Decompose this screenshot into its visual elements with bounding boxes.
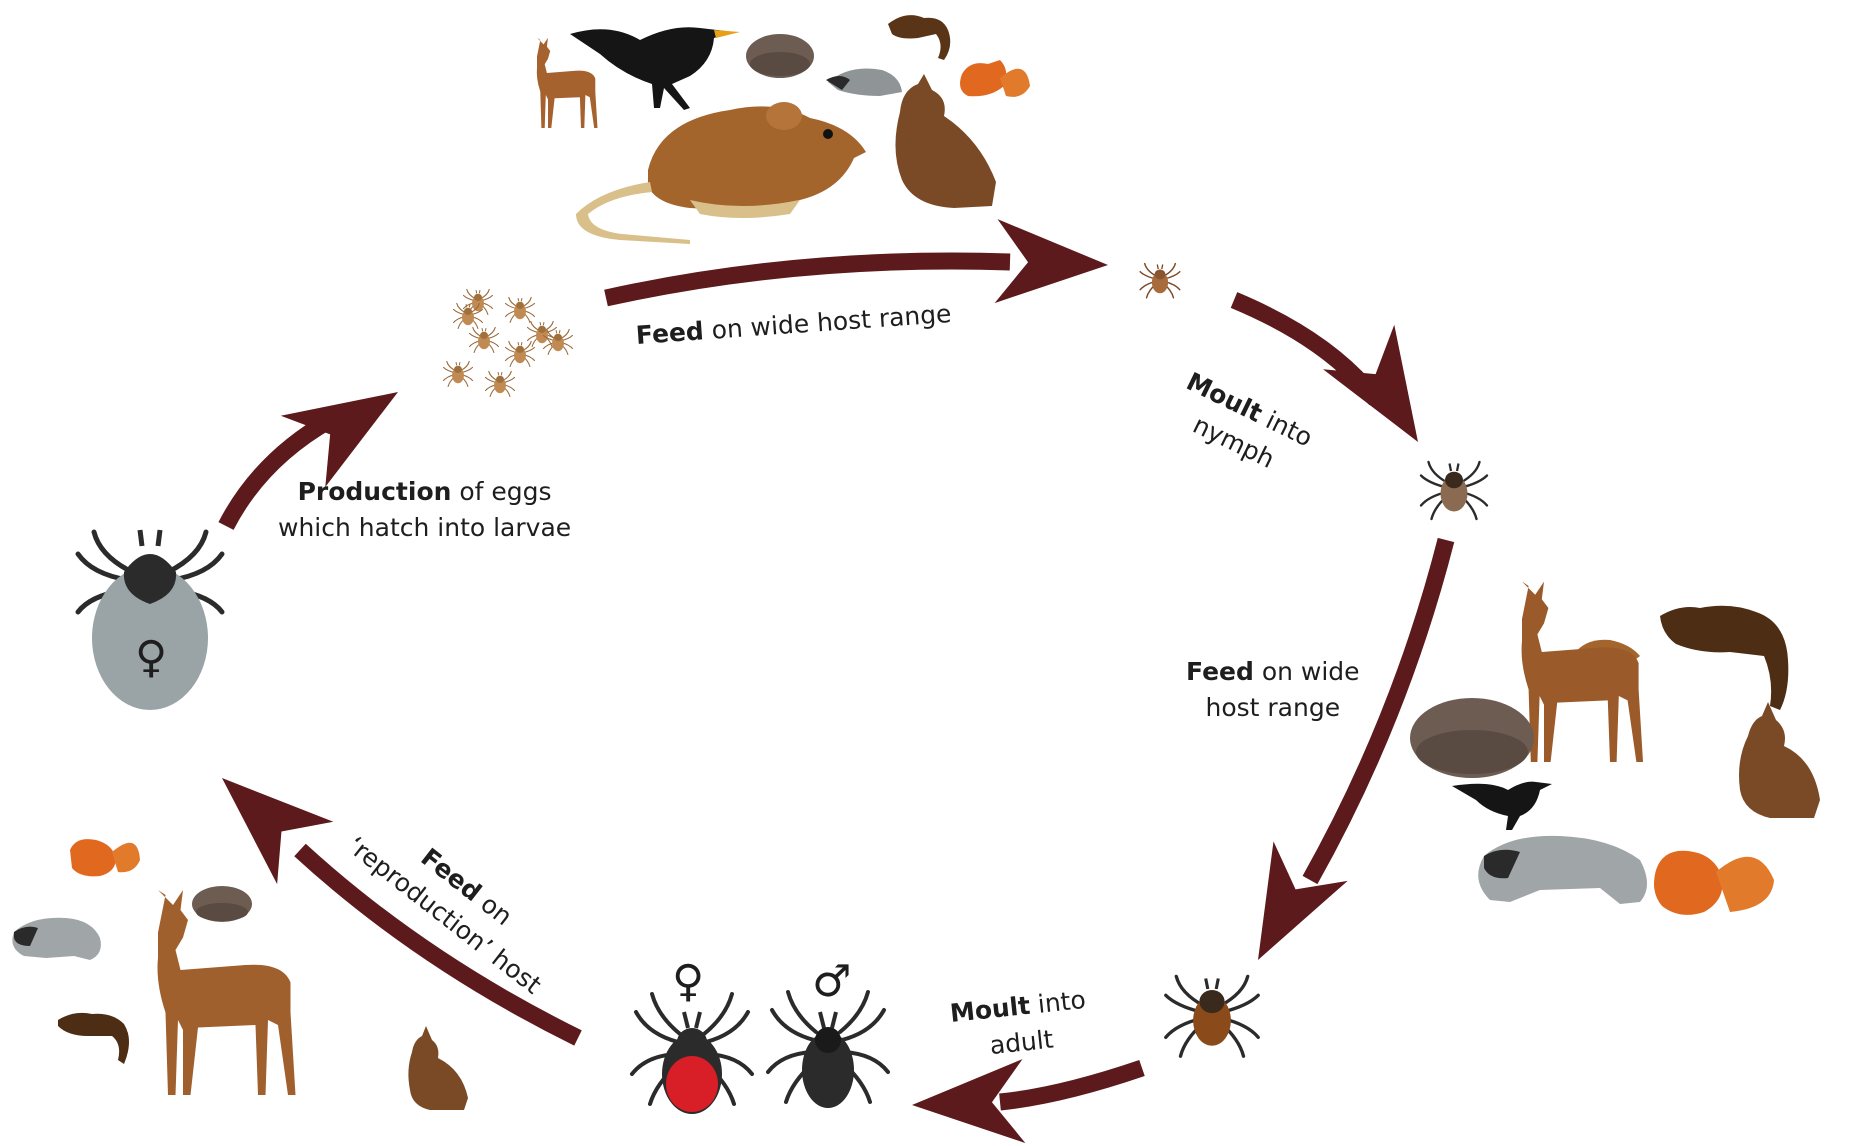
label-nymph-feed-bold: Feed — [1186, 657, 1254, 686]
blackbird-icon — [1452, 782, 1552, 830]
label-eggs-line2: which hatch into larvae — [278, 510, 571, 546]
label-eggs-rest: of eggs — [451, 477, 551, 506]
label-nymph-feed-line1: Feed on wide — [1186, 654, 1360, 690]
engorged-female-symbol: ♀ — [135, 636, 167, 680]
label-eggs: Production of eggs which hatch into larv… — [278, 474, 571, 546]
arrow-larva-feed — [606, 219, 1109, 307]
adult-tick-icon — [1166, 976, 1258, 1056]
nymph-hosts-group — [1410, 582, 1820, 915]
arrow-eggs-head — [281, 356, 420, 487]
pine-marten-icon — [1660, 606, 1788, 710]
hare-icon — [408, 1026, 468, 1110]
mole-icon — [826, 69, 902, 97]
label-nymph-feed-rest: on wide — [1254, 657, 1360, 686]
larva-tick-icon — [1140, 264, 1180, 298]
squirrel-icon — [960, 60, 1030, 97]
arrow-moult-nymph-head — [1323, 325, 1454, 464]
female-symbol: ♀ — [672, 960, 704, 1004]
label-nymph-feed: Feed on wide host range — [1186, 654, 1360, 726]
label-nymph-feed-line2: host range — [1186, 690, 1360, 726]
male-symbol: ♂ — [812, 960, 851, 1004]
label-eggs-line1: Production of eggs — [278, 474, 571, 510]
larvae-cluster-icon — [443, 289, 572, 396]
arrow-nymph-feed — [1221, 540, 1446, 980]
hedgehog-icon — [1410, 698, 1534, 778]
label-larva-feed-bold: Feed — [635, 316, 705, 350]
nymph-tick-icon — [1421, 462, 1487, 519]
larva-hosts-group — [537, 15, 1030, 244]
squirrel-icon — [70, 839, 140, 876]
female-tick-icon — [632, 994, 752, 1114]
label-moult-adult: Moult into adult — [948, 982, 1091, 1068]
label-eggs-bold: Production — [298, 477, 452, 506]
label-moult-adult-bold: Moult — [949, 991, 1032, 1028]
mouse-icon — [576, 102, 866, 244]
male-tick-icon — [768, 992, 888, 1108]
pine-marten-icon — [58, 1013, 129, 1064]
deer-icon — [537, 38, 598, 128]
pine-marten-icon — [888, 15, 950, 60]
hedgehog-icon — [192, 886, 252, 922]
badger-icon — [12, 918, 101, 960]
arrow-larva-feed-head — [995, 219, 1110, 307]
badger-icon — [1478, 836, 1647, 904]
arrow-moult-adult — [911, 1059, 1142, 1146]
squirrel-icon — [1654, 851, 1774, 915]
label-moult-adult-rest: into — [1028, 985, 1087, 1020]
engorged-female-tick-icon — [78, 530, 222, 710]
hare-icon — [1739, 702, 1820, 818]
hedgehog-icon — [746, 34, 814, 78]
deer-icon — [1522, 582, 1643, 762]
